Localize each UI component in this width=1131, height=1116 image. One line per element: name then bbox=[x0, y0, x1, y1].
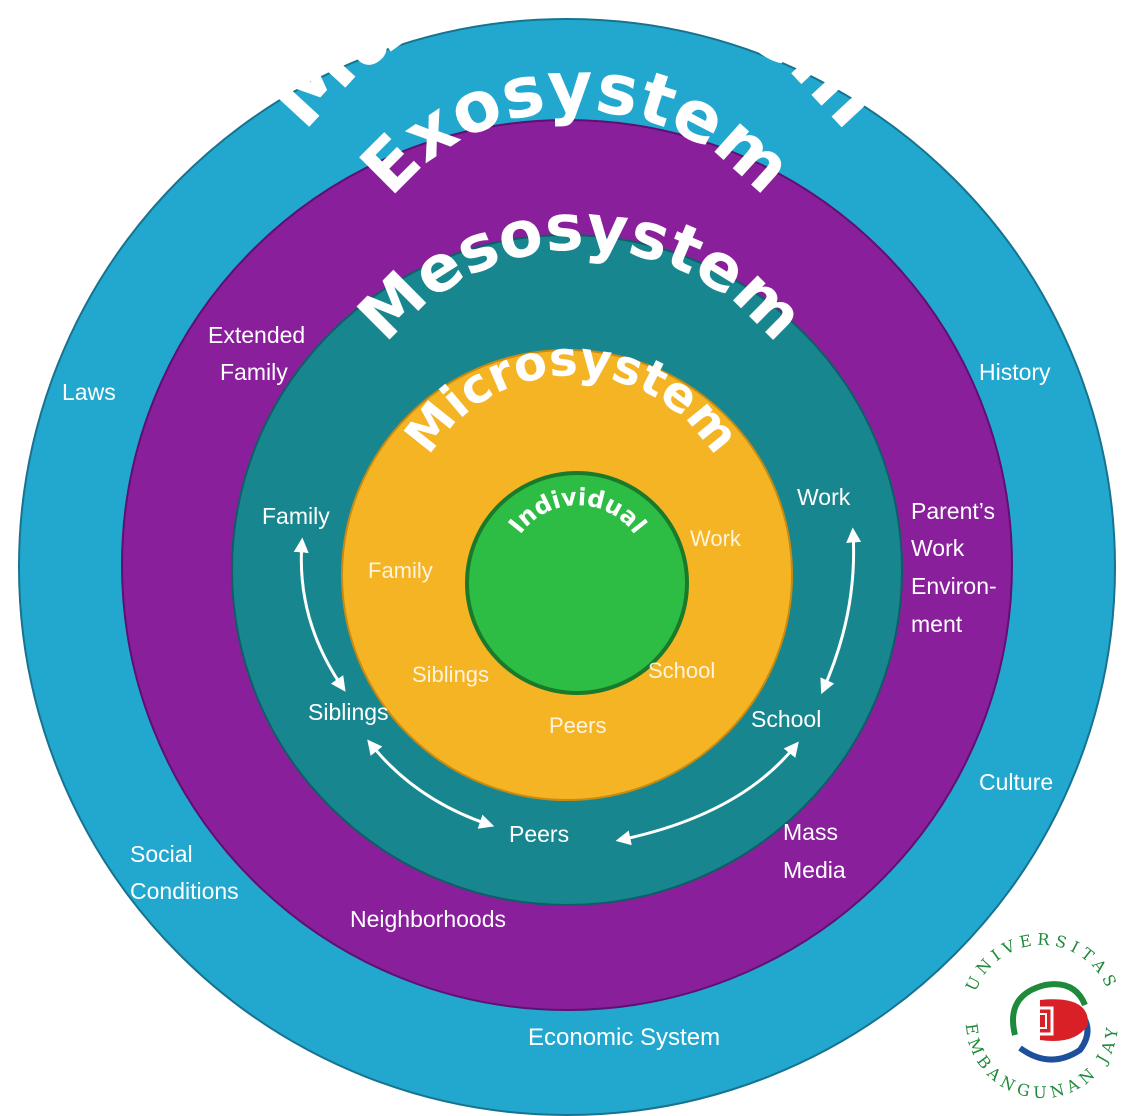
exo-label-neighborhoods: Neighborhoods bbox=[350, 906, 506, 932]
macro-label-social-line2: Conditions bbox=[130, 878, 239, 904]
meso-label-family: Family bbox=[262, 503, 330, 529]
exo-label-mass-line2: Media bbox=[783, 857, 846, 883]
individual-circle bbox=[465, 471, 689, 695]
family-siblings-arrow bbox=[293, 537, 346, 692]
exo-label-parents-line4: ment bbox=[911, 611, 963, 637]
exo-label-mass-line1: Mass bbox=[783, 819, 838, 845]
macro-label-social-line1: Social bbox=[130, 841, 193, 867]
micro-label-siblings: Siblings bbox=[412, 662, 489, 687]
exo-label-parents-line3: Environ- bbox=[911, 573, 997, 599]
peers-school-arrow bbox=[615, 741, 799, 846]
meso-label-siblings: Siblings bbox=[308, 699, 389, 725]
micro-label-peers: Peers bbox=[549, 713, 606, 738]
meso-label-peers: Peers bbox=[509, 821, 569, 847]
meso-label-work: Work bbox=[797, 484, 851, 510]
exo-label-extended-line2: Family bbox=[220, 359, 288, 385]
macro-label-laws: Laws bbox=[62, 379, 116, 405]
exo-label-extended-line1: Extended bbox=[208, 322, 305, 348]
exo-label-parents-line2: Work bbox=[911, 535, 965, 561]
macro-label-culture: Culture bbox=[979, 769, 1053, 795]
work-school-arrow bbox=[820, 527, 862, 695]
micro-label-family: Family bbox=[368, 558, 433, 583]
meso-label-school: School bbox=[751, 706, 821, 732]
macro-label-history: History bbox=[979, 359, 1051, 385]
exo-label-parents-line1: Parent’s bbox=[911, 498, 995, 524]
siblings-peers-arrow bbox=[367, 739, 495, 829]
macro-label-economic: Economic System bbox=[528, 1024, 720, 1051]
micro-label-school: School bbox=[648, 658, 715, 683]
micro-label-work: Work bbox=[690, 526, 742, 551]
